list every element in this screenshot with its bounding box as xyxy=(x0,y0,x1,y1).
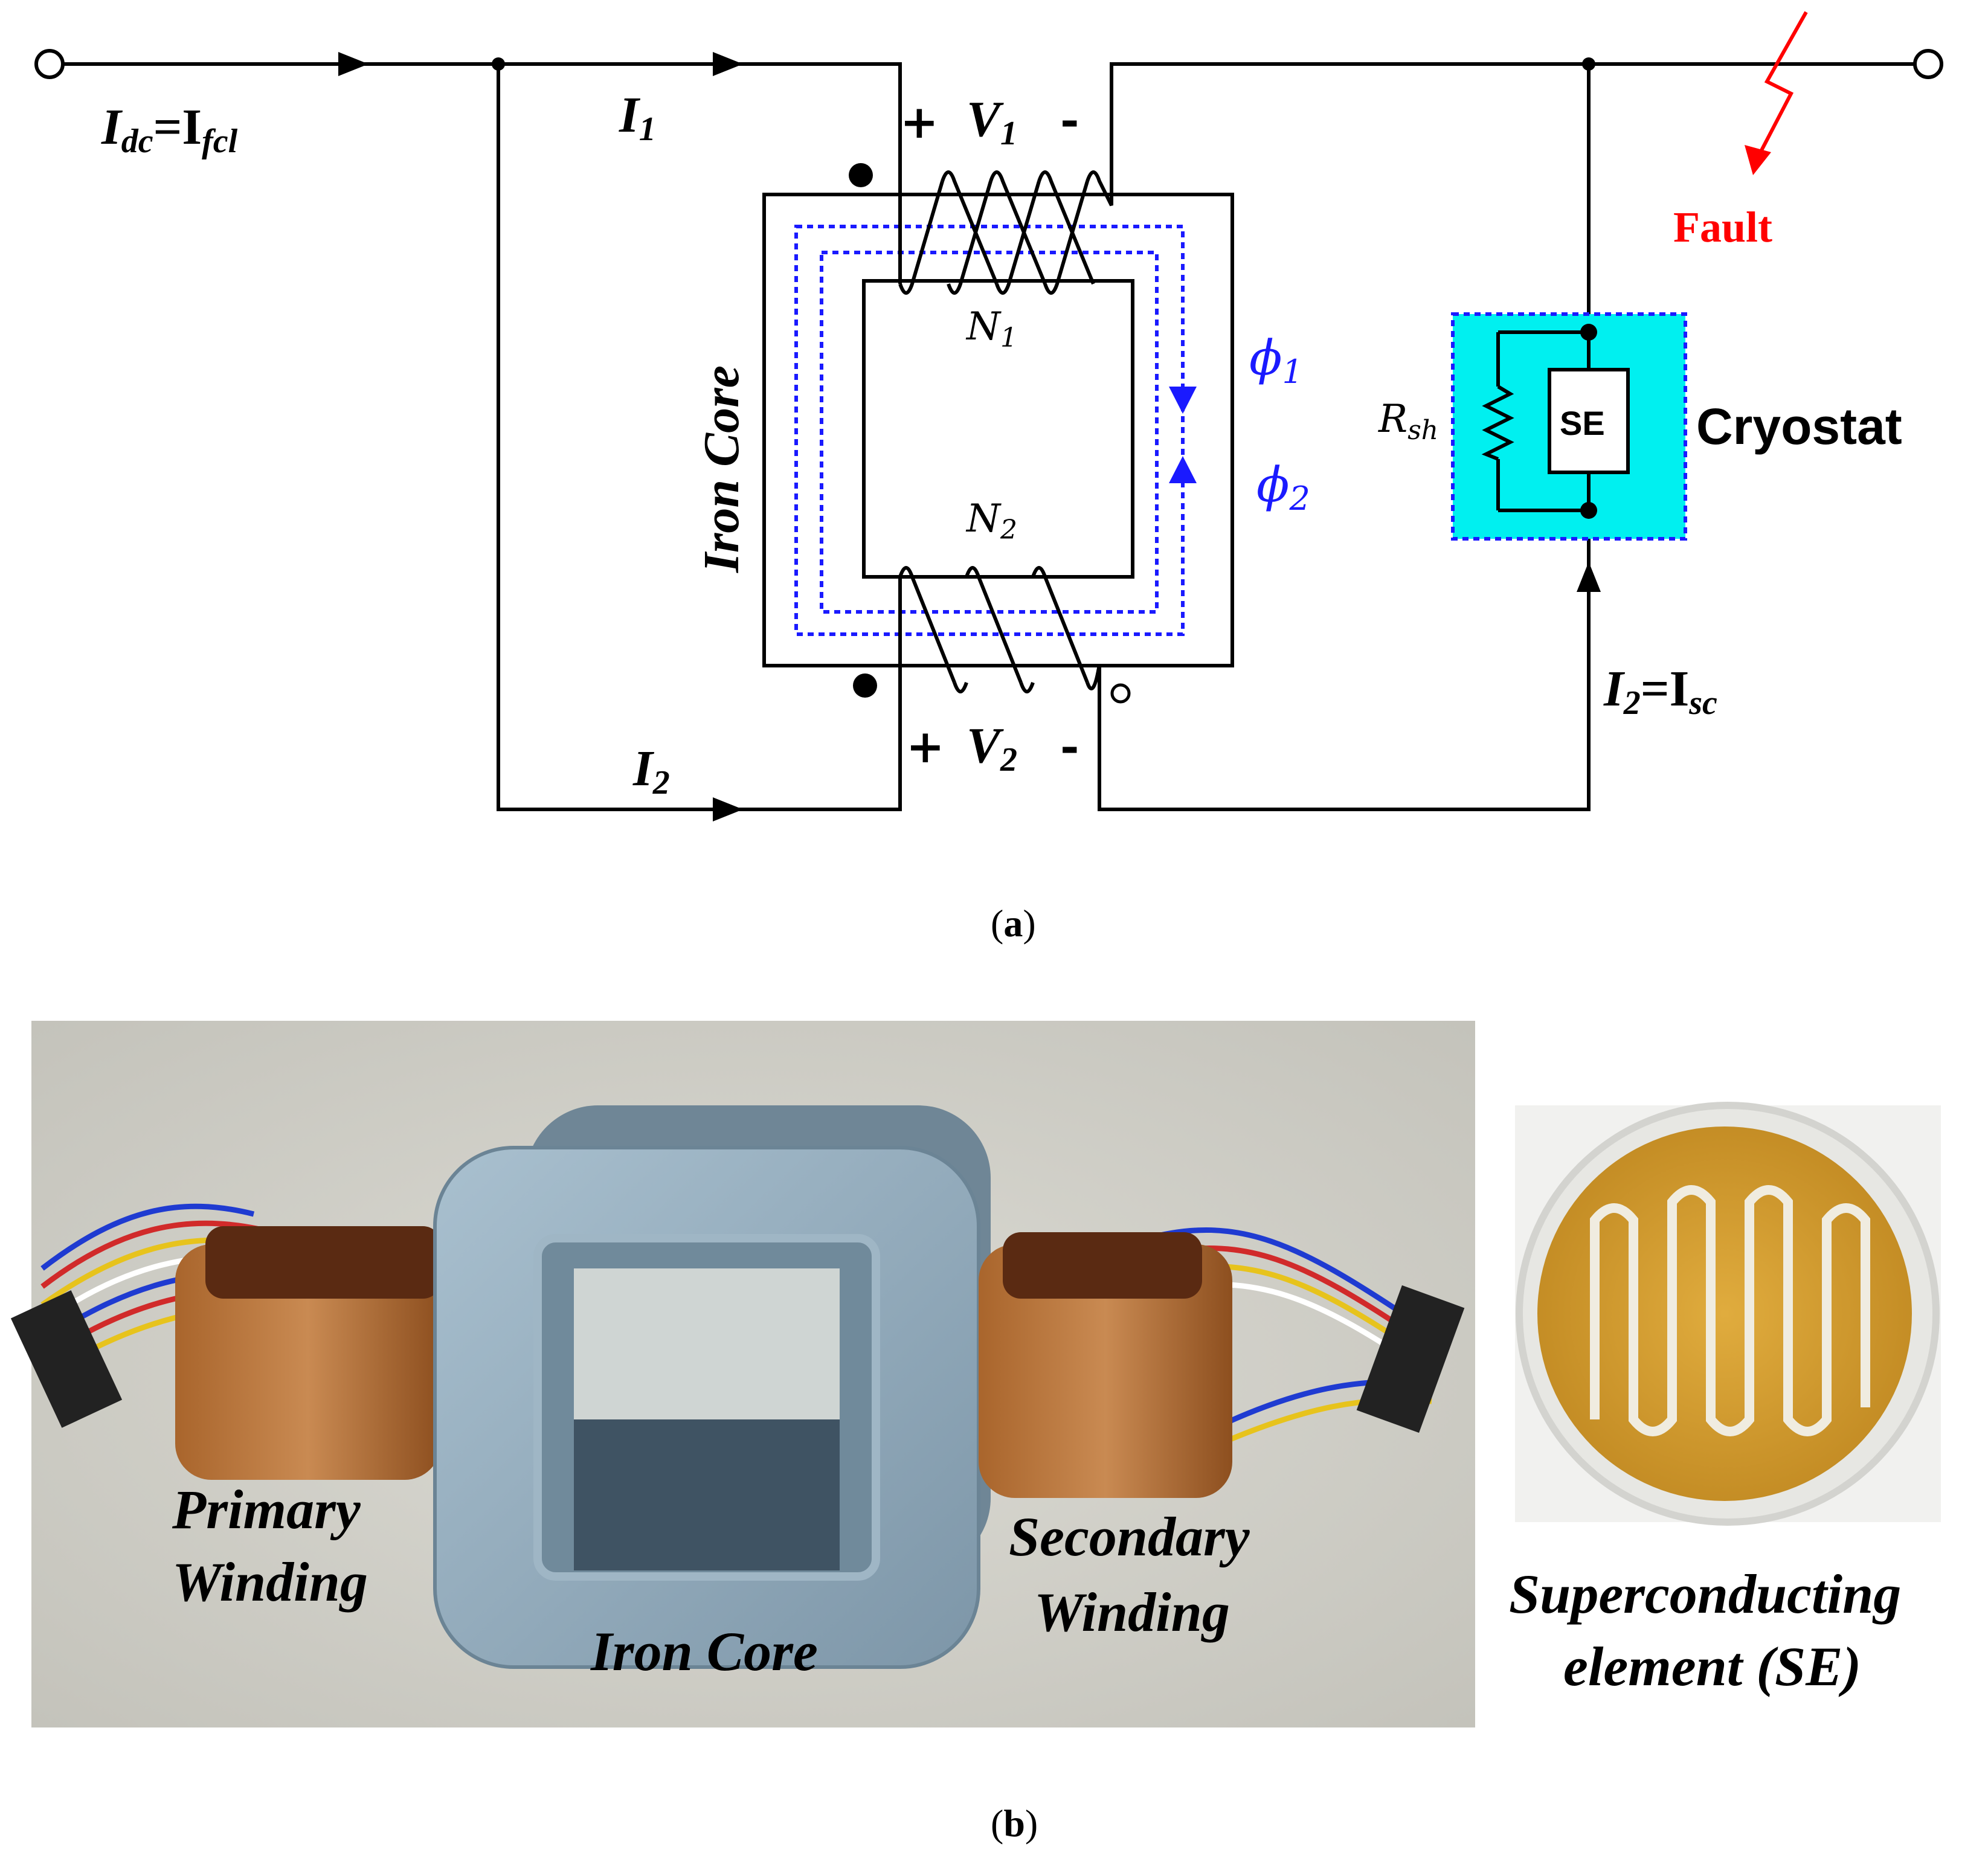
label-se-photo-1: Superconducting xyxy=(1509,1563,1901,1625)
polarity-open-dot-secondary xyxy=(1110,683,1131,704)
fault-arrowhead xyxy=(1745,145,1771,175)
branch-i2-wire xyxy=(497,64,902,811)
caption-b: (b) xyxy=(991,1802,1038,1845)
label-v2: V2 xyxy=(967,718,1017,779)
label-fault: Fault xyxy=(1673,203,1772,251)
iron-core-outer xyxy=(762,193,1234,667)
label-primary-2: Winding xyxy=(172,1551,368,1613)
label-v2-minus: - xyxy=(1060,719,1079,773)
arrow-i2-bottom xyxy=(713,797,743,821)
circuit-diagram: Idc=Ifcl I1 I2 + V1 - + V2 - N1 N2 ϕ1 ϕ2… xyxy=(34,11,1943,945)
label-se: SE xyxy=(1560,404,1605,442)
secondary-winding-top xyxy=(1003,1232,1202,1299)
input-terminal xyxy=(34,49,65,79)
secondary-winding-coil xyxy=(979,1244,1232,1498)
label-n1: N1 xyxy=(965,304,1017,353)
output-terminal xyxy=(1913,49,1943,79)
se-box xyxy=(1548,368,1630,474)
fault-bolt xyxy=(1753,11,1808,164)
flux-path-2 xyxy=(820,251,1159,614)
secondary-winding xyxy=(898,566,1101,693)
primary-winding-coil xyxy=(175,1244,441,1480)
label-iron-core-photo: Iron Core xyxy=(590,1621,818,1682)
label-idc: Idc=Ifcl xyxy=(101,99,238,160)
label-cryostat: Cryostat xyxy=(1696,398,1902,455)
flux-arrow-1 xyxy=(1169,387,1197,414)
arrow-isc xyxy=(1577,562,1601,592)
iron-core-photo-floor-inner xyxy=(574,1419,840,1570)
iron-core-inner xyxy=(862,279,1134,579)
label-phi2: ϕ2 xyxy=(1256,457,1310,518)
left-terminal-block xyxy=(10,1290,123,1428)
polarity-dot-secondary xyxy=(853,673,877,698)
cryostat-node-bottom xyxy=(1580,502,1597,519)
label-se-photo-2: element (SE) xyxy=(1563,1636,1861,1697)
polarity-dot-primary xyxy=(849,163,873,187)
cryostat-node-top xyxy=(1580,324,1597,341)
label-rsh: Rsh xyxy=(1378,397,1438,446)
label-i2-bottom: I2 xyxy=(632,741,670,802)
se-meander-pattern xyxy=(1590,1185,1870,1436)
hardware-photo: Primary Winding Iron Core Secondary Wind… xyxy=(10,1021,1941,1845)
caption-a: (a) xyxy=(991,902,1036,945)
label-secondary-2: Winding xyxy=(1034,1581,1230,1643)
label-phi1: ϕ1 xyxy=(1249,330,1303,391)
label-v1: V1 xyxy=(967,91,1017,152)
label-v1-minus: - xyxy=(1060,93,1079,147)
primary-return-wire xyxy=(1110,62,1915,193)
flux-path-1 xyxy=(794,225,1185,636)
label-n2: N2 xyxy=(965,497,1017,545)
arrow-i1 xyxy=(713,52,743,76)
label-v2-plus: + xyxy=(906,719,945,773)
label-i1: I1 xyxy=(619,87,656,148)
arrow-idc xyxy=(338,52,368,76)
primary-winding xyxy=(898,170,1113,295)
label-isc: I2=Isc xyxy=(1603,661,1717,722)
label-secondary-1: Secondary xyxy=(1009,1506,1250,1567)
right-terminal-block xyxy=(1356,1285,1465,1433)
label-v1-plus: + xyxy=(900,95,939,149)
secondary-return-wire xyxy=(1098,513,1591,811)
primary-winding-top xyxy=(205,1226,441,1299)
shunt-resistor xyxy=(1481,385,1514,461)
label-iron-core-circuit: Iron Core xyxy=(693,365,750,573)
label-primary-1: Primary xyxy=(172,1479,361,1540)
flux-arrow-2 xyxy=(1169,456,1197,483)
